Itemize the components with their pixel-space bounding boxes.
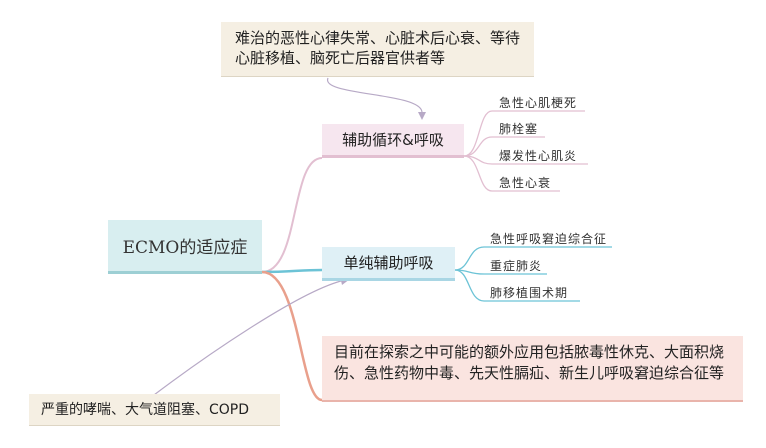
branch-other: 目前在探索之中可能的额外应用包括脓毒性休克、大面积烧伤、急性药物中毒、先天性膈疝… — [322, 336, 743, 402]
leaf-label: 急性呼吸窘迫综合征 — [490, 232, 608, 246]
leaf-label: 肺栓塞 — [499, 122, 539, 136]
leaf-item: 肺移植围术期 — [490, 284, 568, 301]
top-note: 难治的恶性心律失常、心脏术后心衰、等待心脏移植、脑死亡后器官供者等 — [221, 22, 534, 77]
top-note-text: 难治的恶性心律失常、心脏术后心衰、等待心脏移植、脑死亡后器官供者等 — [235, 29, 521, 67]
branch-resp-label: 单纯辅助呼吸 — [343, 254, 434, 272]
leaf-label: 肺移植围术期 — [490, 286, 569, 300]
branch-resp: 单纯辅助呼吸 — [322, 247, 455, 281]
leaf-label: 急性心肌梗死 — [499, 96, 578, 110]
note-to-circ-connector — [327, 77, 423, 113]
bottom-note: 严重的哮喘、大气道阻塞、COPD — [29, 394, 280, 426]
root-label: ECMO的适应症 — [122, 238, 248, 258]
leaf-label: 爆发性心肌炎 — [499, 149, 578, 163]
bottom-note-text: 严重的哮喘、大气道阻塞、COPD — [41, 402, 250, 418]
leaf-item: 重症肺炎 — [490, 257, 542, 274]
leaf-item: 爆发性心肌炎 — [499, 147, 577, 164]
root-to-other-connector — [261, 270, 323, 402]
leaf-item: 肺栓塞 — [499, 120, 538, 137]
leaf-item: 急性呼吸窘迫综合征 — [490, 230, 607, 247]
leaf-item: 急性心肌梗死 — [499, 94, 577, 111]
leaf-label: 重症肺炎 — [490, 259, 543, 273]
note-arrowhead — [418, 112, 426, 120]
branch-other-label: 目前在探索之中可能的额外应用包括脓毒性休克、大面积烧伤、急性药物中毒、先天性膈疝… — [334, 343, 725, 382]
root-to-resp-connector — [261, 268, 323, 274]
branch-circ-resp: 辅助循环&呼吸 — [322, 124, 464, 158]
leaf-label: 急性心衰 — [499, 176, 552, 190]
branch-circ-resp-label: 辅助循环&呼吸 — [342, 131, 444, 149]
leaf-item: 急性心衰 — [499, 174, 551, 191]
note-to-resp-connector — [149, 279, 346, 399]
root-node: ECMO的适应症 — [108, 220, 262, 274]
root-to-circ-connector — [261, 157, 323, 273]
